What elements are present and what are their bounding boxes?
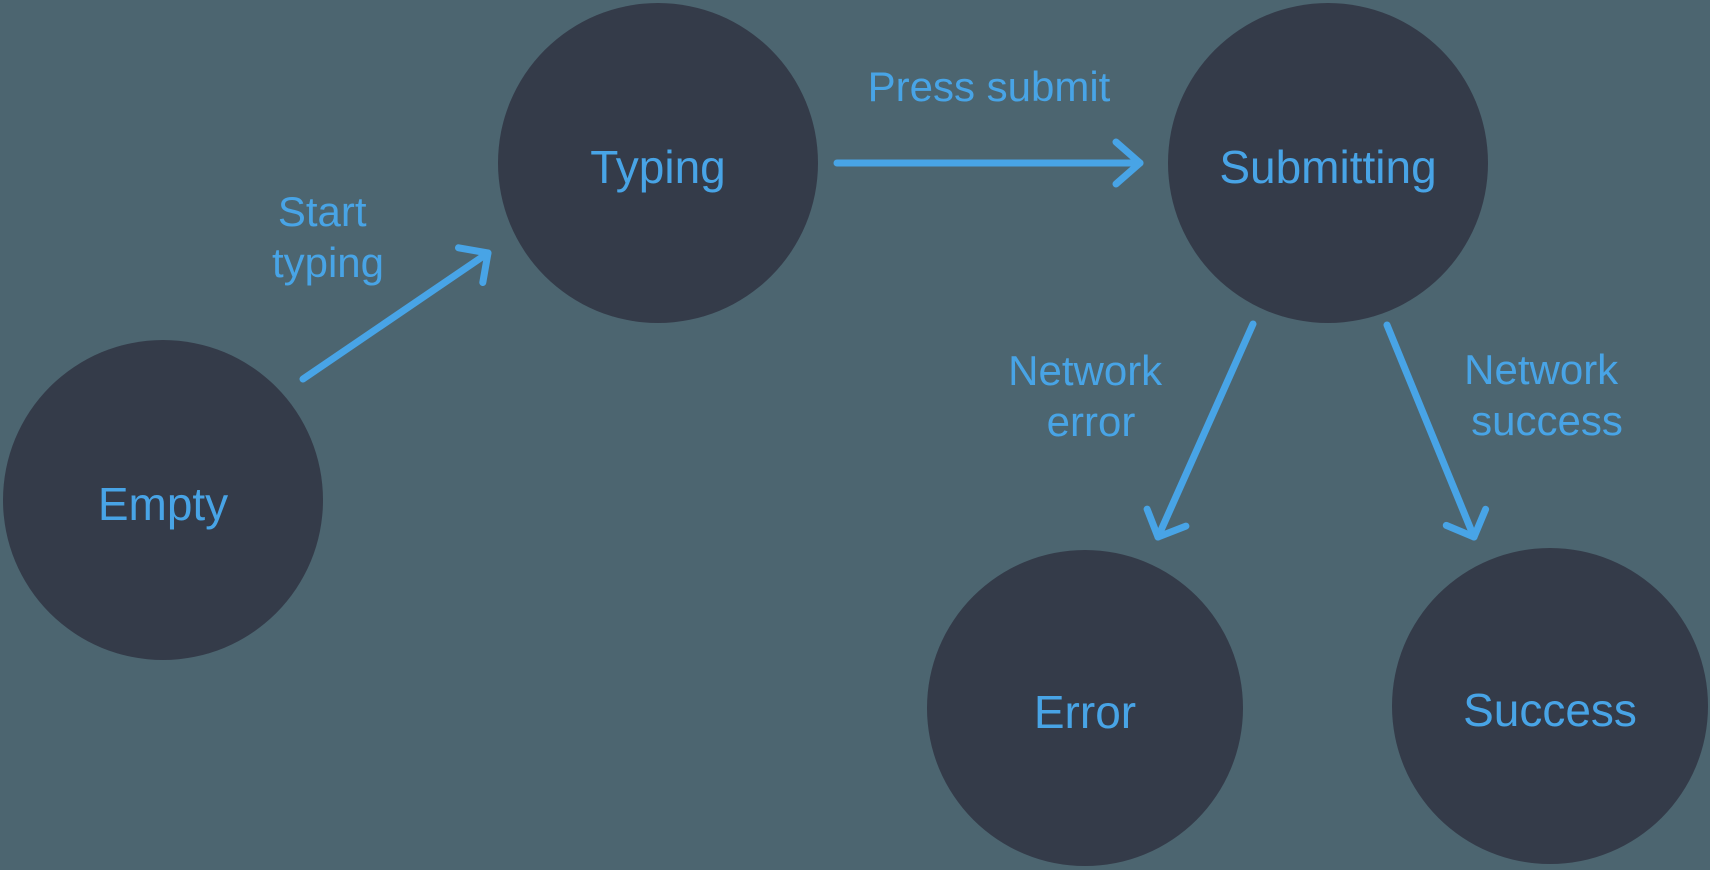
node-success: Success [1392,548,1708,864]
edge-network-error-arrowhead-icon [1143,505,1190,541]
node-empty-label: Empty [98,478,228,530]
node-typing: Typing [498,3,818,323]
edge-network-error-label: Network error [1008,347,1174,445]
edge-start-typing-line [299,249,492,383]
node-typing-circle [498,3,818,323]
edge-press-submit-arrowhead-icon [1112,138,1144,188]
edge-network-error: Network error [1008,320,1257,541]
node-empty-circle [3,340,323,660]
node-error: Error [927,550,1243,866]
node-empty: Empty [3,340,323,660]
edge-start-typing-arrowhead-icon [455,244,492,286]
edge-start-typing-label: Start typing [272,188,384,286]
node-success-label: Success [1463,684,1637,736]
node-success-circle [1392,548,1708,864]
edge-network-error-line [1154,320,1257,541]
node-typing-label: Typing [590,141,726,193]
edge-network-success-line [1383,321,1478,541]
node-submitting: Submitting [1168,3,1488,323]
edge-network-success-label: Network success [1464,346,1630,444]
node-error-circle [927,550,1243,866]
edge-network-success: Network success [1383,321,1630,541]
edge-press-submit-label: Press submit [868,63,1111,110]
edge-start-typing: Start typing [272,188,492,383]
edge-network-success-arrowhead-icon [1442,505,1490,541]
node-submitting-circle [1168,3,1488,323]
node-error-label: Error [1034,686,1136,738]
edge-press-submit: Press submit [833,63,1144,188]
node-submitting-label: Submitting [1219,141,1436,193]
